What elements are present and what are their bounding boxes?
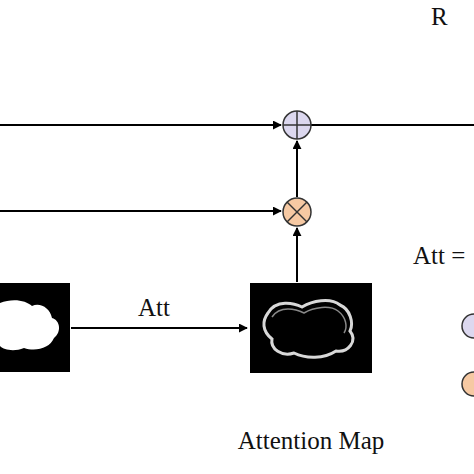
attention-arrow	[296, 228, 298, 282]
att-arrow	[71, 327, 247, 329]
image-caption: Attention Map	[238, 428, 385, 453]
multiply-symbol	[283, 198, 311, 226]
diagram-label: R	[431, 4, 448, 29]
feature-arrow	[0, 210, 281, 212]
diagram-label: Att	[138, 295, 170, 320]
legend-symbols	[462, 314, 474, 396]
attention-map-image: Attention Map	[250, 283, 372, 373]
mask-image	[0, 283, 70, 372]
attention-map-picture	[250, 283, 372, 373]
input-arrow	[0, 124, 281, 126]
output-line	[311, 124, 474, 126]
diagram-label: Att =	[413, 243, 465, 268]
add-symbol	[283, 111, 311, 139]
product-arrow	[296, 141, 298, 197]
